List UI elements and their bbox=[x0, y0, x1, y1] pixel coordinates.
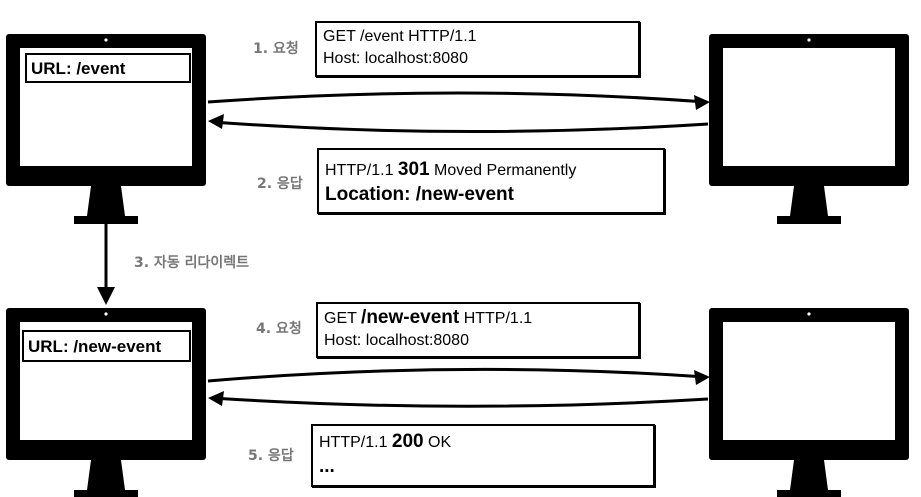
request-line-2: GET /new-event HTTP/1.1 bbox=[324, 307, 532, 329]
request-arrowhead-1 bbox=[694, 95, 710, 110]
response-box-1: HTTP/1.1 301 Moved Permanently Location:… bbox=[317, 148, 665, 214]
response-status-prefix-2: HTTP/1.1 bbox=[319, 434, 392, 451]
step-label-5: 5. 응답 bbox=[248, 448, 294, 464]
url-text-bottom: URL: /new-event bbox=[28, 337, 162, 356]
response-arrowhead-1 bbox=[208, 114, 224, 129]
step-label-4: 4. 요청 bbox=[256, 321, 302, 337]
url-bar-top: URL: /event bbox=[25, 53, 191, 83]
step-label-1: 1. 요청 bbox=[253, 41, 299, 57]
response-status-code-2: 200 bbox=[391, 431, 424, 452]
url-bar-bottom: URL: /new-event bbox=[22, 330, 191, 362]
request-host-1: Host: localhost:8080 bbox=[323, 50, 468, 67]
request-method-2: GET bbox=[324, 310, 362, 327]
request-arrow-2 bbox=[207, 367, 707, 383]
step-label-2: 2. 응답 bbox=[257, 176, 303, 192]
response-body-ellipsis: ... bbox=[319, 456, 335, 477]
request-protocol-2: HTTP/1.1 bbox=[459, 310, 533, 327]
response-arrowhead-2 bbox=[208, 391, 224, 406]
request-host-2: Host: localhost:8080 bbox=[324, 332, 469, 349]
request-arrowhead-2 bbox=[694, 370, 710, 385]
redirect-arrowhead bbox=[97, 287, 115, 305]
url-text-top: URL: /event bbox=[31, 59, 126, 78]
server-monitor-bottom bbox=[709, 308, 909, 497]
request-line-1: GET /event HTTP/1.1 bbox=[323, 28, 477, 45]
response-status-line-1: HTTP/1.1 301 Moved Permanently bbox=[325, 159, 576, 181]
response-arrow-1 bbox=[211, 120, 709, 134]
response-box-2: HTTP/1.1 200 OK ... bbox=[311, 424, 655, 487]
server-monitor-top bbox=[709, 34, 909, 224]
response-status-code-1: 301 bbox=[397, 159, 430, 180]
response-status-text-2: OK bbox=[423, 434, 452, 451]
response-status-line-2: HTTP/1.1 200 OK bbox=[319, 431, 451, 453]
request-box-2: GET /new-event HTTP/1.1 Host: localhost:… bbox=[316, 302, 640, 358]
response-status-prefix-1: HTTP/1.1 bbox=[325, 162, 398, 179]
response-location-header: Location: /new-event bbox=[325, 184, 514, 205]
request-arrow-1 bbox=[207, 91, 707, 104]
response-status-text-1: Moved Permanently bbox=[429, 162, 577, 179]
request-path-2: /new-event bbox=[361, 307, 460, 328]
request-box-1: GET /event HTTP/1.1 Host: localhost:8080 bbox=[315, 21, 640, 77]
response-arrow-2 bbox=[211, 396, 709, 408]
step-label-3: 3. 자동 리다이렉트 bbox=[134, 255, 249, 271]
